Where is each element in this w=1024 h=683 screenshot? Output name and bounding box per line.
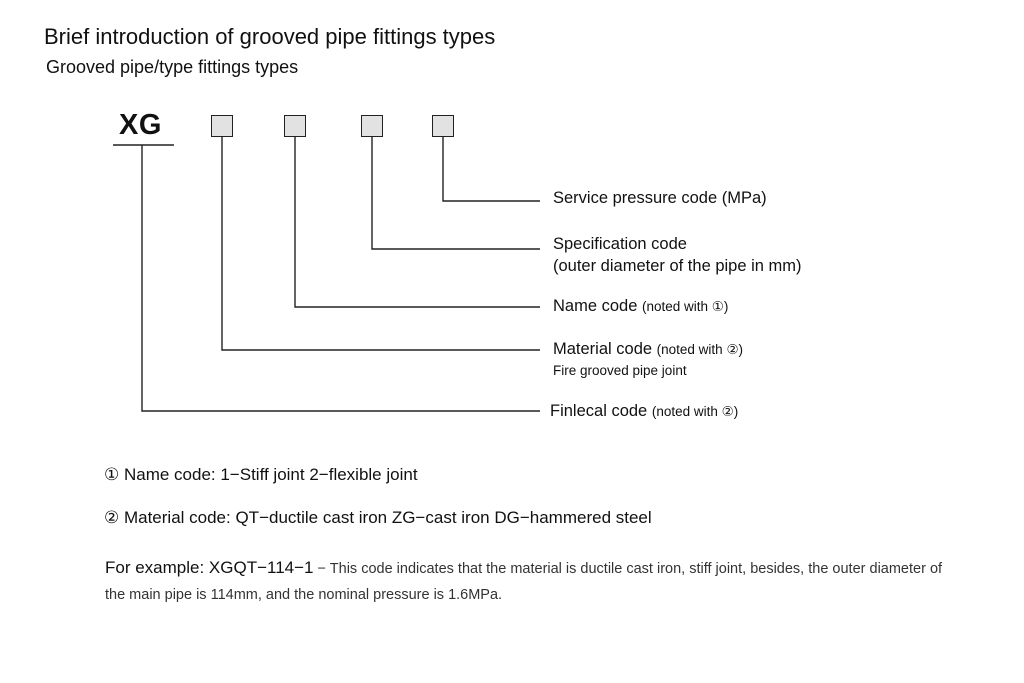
- finlecal-code-note: (noted with ②): [651, 404, 739, 419]
- material-code-text: Material code: [553, 340, 653, 358]
- code-slot-name: [284, 115, 306, 137]
- example-paragraph: For example: XGQT−114−1 − This code indi…: [105, 555, 965, 608]
- label-finlecal-code: Finlecal code (noted with ②): [550, 402, 738, 421]
- label-service-pressure: Service pressure code (MPa): [553, 189, 767, 207]
- legend-material-code: ② Material code: QT−ductile cast iron ZG…: [104, 508, 652, 527]
- example-text: − This code indicates that the material …: [105, 561, 943, 603]
- label-name-code: Name code (noted with ①): [553, 297, 728, 316]
- example-lead: For example: XGQT−114−1: [105, 558, 314, 577]
- label-specification: Specification code: [553, 235, 687, 253]
- finlecal-connector: [141, 145, 540, 412]
- name-code-text: Name code: [553, 297, 638, 315]
- label-specification-detail: (outer diameter of the pipe in mm): [553, 257, 802, 275]
- label-material-code: Material code (noted with ②): [553, 340, 743, 359]
- code-slot-material: [211, 115, 233, 137]
- material-code-note: (noted with ②): [656, 342, 744, 357]
- pressure-connector: [442, 137, 540, 202]
- name-connector: [294, 137, 540, 308]
- specification-connector: [371, 137, 540, 250]
- code-slot-specification: [361, 115, 383, 137]
- page-subtitle: Grooved pipe/type fittings types: [46, 57, 299, 77]
- material-connector: [221, 137, 540, 351]
- legend-name-code: ① Name code: 1−Stiff joint 2−flexible jo…: [104, 465, 418, 484]
- code-prefix: XG: [119, 109, 162, 141]
- finlecal-code-text: Finlecal code: [550, 402, 648, 420]
- code-slot-pressure: [432, 115, 454, 137]
- label-material-sub: Fire grooved pipe joint: [553, 363, 687, 378]
- name-code-note: (noted with ①): [641, 299, 729, 314]
- page-title: Brief introduction of grooved pipe fitti…: [44, 24, 496, 49]
